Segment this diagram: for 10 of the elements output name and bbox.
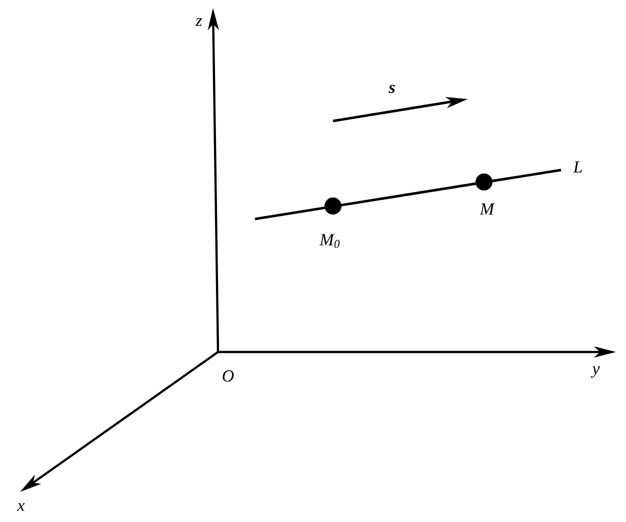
line-label: L (573, 161, 582, 173)
axis-label: x (17, 503, 25, 511)
origin-label: O (222, 370, 234, 382)
point-label: M (480, 203, 495, 215)
axis-label: y (590, 366, 600, 378)
point-label: M$_{0}$ (320, 234, 340, 248)
point (476, 174, 492, 190)
axis-label: z (196, 18, 202, 26)
point (324, 198, 342, 214)
vector-label: s (388, 84, 395, 94)
